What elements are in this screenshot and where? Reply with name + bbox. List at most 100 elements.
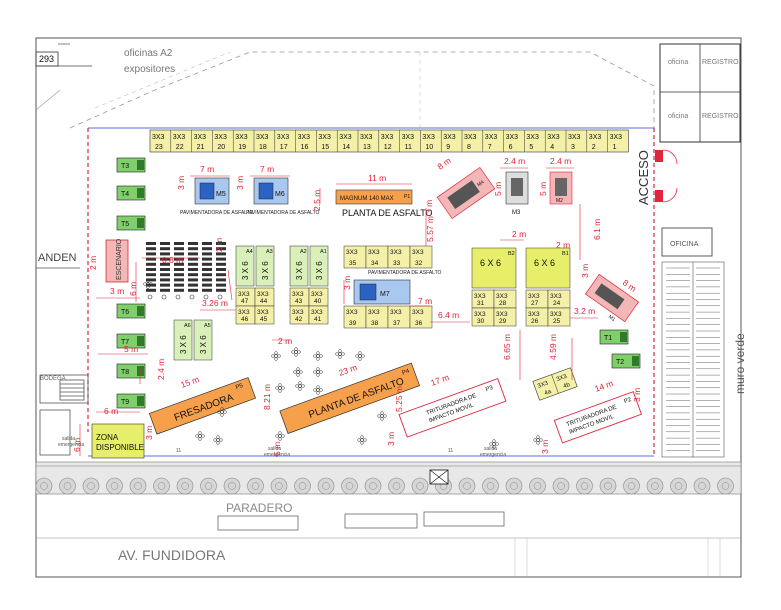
- booth-size: 3X3: [390, 249, 402, 256]
- tree: [717, 477, 734, 495]
- dimension-label: 2.5 m: [312, 190, 322, 211]
- dimension-label: 3 m: [235, 176, 245, 190]
- booth-size: 3X3: [390, 309, 402, 316]
- tree: [482, 477, 499, 495]
- top-booth-size: 3X3: [443, 134, 456, 141]
- tree: [35, 477, 53, 495]
- top-booth-size: 3X3: [360, 134, 373, 141]
- top-booth-number: 18: [259, 144, 267, 151]
- size-4a: 3X3: [537, 380, 550, 390]
- booth-size: 3X3: [412, 309, 424, 316]
- pav-label-1: PAVIMENTADORA DE ASFALTO: [180, 210, 254, 216]
- dimension-label: 11 m: [368, 173, 386, 183]
- table-cluster: [271, 351, 281, 361]
- booth-number: 47: [241, 298, 249, 305]
- booth-size: 3X3: [257, 309, 269, 316]
- truck-t3: T3: [116, 157, 146, 173]
- escenario: [105, 239, 129, 283]
- top-row-booths: 3X3233X3223X3213X3203X3193X3183X3173X316…: [149, 129, 629, 153]
- sidewalk: [35, 461, 742, 495]
- truck-t9: T9: [116, 393, 146, 409]
- top-booth-size: 3X3: [610, 134, 623, 141]
- dimension-label: 2 m: [278, 336, 292, 346]
- oficina-label-2: oficina: [668, 113, 688, 120]
- tree: [59, 477, 76, 495]
- dimension-label: 0.8 m: [162, 255, 183, 265]
- expositores-label: expositores: [124, 64, 175, 75]
- table-cluster: [489, 439, 499, 449]
- booth-tall-size: 3 X 6: [261, 261, 270, 280]
- dimension-label: 6.1 m: [592, 219, 602, 240]
- truck-t7: T7: [116, 333, 146, 349]
- table-cluster: [275, 383, 285, 393]
- booth-size: 3X3: [474, 293, 486, 300]
- dimension-label: 7 m: [418, 296, 432, 306]
- booth-size: 3X3: [528, 293, 540, 300]
- booth-number: 30: [477, 318, 485, 325]
- top-booth-number: 15: [321, 144, 329, 151]
- table-cluster: [293, 367, 303, 377]
- m5-tag: M5: [216, 191, 226, 198]
- top-booth-number: 22: [176, 144, 184, 151]
- p1-tag: P1: [404, 194, 410, 200]
- booth-number: 37: [393, 320, 401, 327]
- booth-number: 39: [349, 320, 357, 327]
- booth-number: 46: [241, 316, 249, 323]
- booth-number: 45: [260, 316, 268, 323]
- booth-tag: A5: [204, 323, 211, 329]
- table-clusters: [143, 279, 543, 449]
- tree: [576, 477, 593, 495]
- dimension-label: 5.25 m: [394, 386, 404, 412]
- booth-size: 3X3: [311, 309, 323, 316]
- table-cluster: [533, 435, 543, 445]
- dimension-label: 3 m: [424, 200, 434, 214]
- booth-number: 26: [531, 318, 539, 325]
- booth-number: 24: [553, 300, 561, 307]
- booth-tall-size: 3 X 6: [241, 261, 250, 280]
- truck-t5: T5: [116, 215, 146, 231]
- tree: [153, 477, 170, 495]
- top-booth-number: 17: [280, 144, 288, 151]
- table-cluster: [313, 367, 323, 377]
- pavimentadora-m5: M5 PAVIMENTADORA DE ASFALTO: [180, 177, 254, 216]
- registro-label-1: REGISTRO: [702, 59, 739, 66]
- table-cluster: [275, 431, 285, 441]
- plan-border: [35, 37, 742, 578]
- dimension-label: 6 m: [72, 438, 82, 452]
- street-trees: [35, 477, 734, 495]
- tree: [247, 477, 264, 495]
- truck-t8: T8: [116, 363, 146, 379]
- top-booth-size: 3X3: [214, 134, 227, 141]
- p3-tag: P3: [485, 385, 495, 393]
- top-booth-size: 3X3: [298, 134, 311, 141]
- machine-m2: M2: [549, 171, 573, 205]
- booth-number: 41: [314, 316, 322, 323]
- tree: [599, 477, 617, 495]
- booth-number: 25: [553, 318, 561, 325]
- table-cluster: [335, 349, 345, 359]
- booth-tall-size: 3 X 6: [199, 335, 208, 354]
- tree: [388, 477, 405, 495]
- truck-label: T1: [604, 335, 612, 342]
- booth-size: 3X3: [311, 291, 323, 298]
- offices-label: oficinas A2: [124, 48, 173, 59]
- top-booth-number: 23: [155, 144, 163, 151]
- dimension-label: 3 m: [632, 388, 642, 402]
- top-booth-size: 3X3: [402, 134, 415, 141]
- dimension-label: 7 m: [200, 164, 214, 174]
- p4-tag: P4: [401, 368, 411, 376]
- booth-number: 35: [349, 260, 357, 267]
- booth-number: 42: [295, 316, 303, 323]
- top-booth-size: 3X3: [381, 134, 394, 141]
- booth-tall-size: 3 X 6: [179, 335, 188, 354]
- top-booth-size: 3X3: [173, 134, 186, 141]
- tree: [294, 477, 311, 495]
- salida-1b: emergencia: [264, 452, 290, 458]
- paradero-label: PARADERO: [226, 501, 292, 515]
- booth-tag: B2: [508, 251, 515, 257]
- top-booth-size: 3X3: [318, 134, 331, 141]
- zona-disponible: [91, 423, 145, 459]
- top-booth-number: 13: [363, 144, 371, 151]
